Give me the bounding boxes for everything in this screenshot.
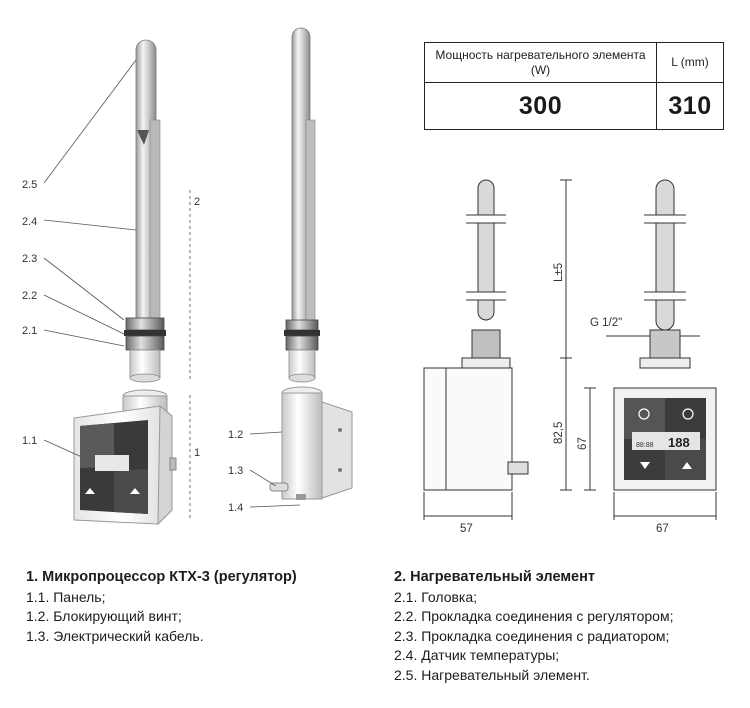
legend-item: 2.4. Датчик температуры; [394, 647, 560, 663]
display-small: 88:88 [636, 442, 654, 449]
legend-item: 1.3. Электрический кабель. [26, 627, 204, 644]
legend-item: 2.3. Прокладка соединения с радиатором; [394, 627, 670, 644]
header-power: Мощность нагревательного элемента (W) [425, 43, 657, 83]
legend-heater-title: 2. Нагревательный элемент [394, 569, 595, 585]
header-length: L (mm) [657, 43, 723, 83]
callout-2-4: 2.4 [22, 216, 37, 228]
legend-item: 1.2. Блокирующий винт; [26, 608, 182, 624]
regulator-left [73, 389, 177, 526]
dim-height-total: 82,5 [553, 422, 565, 444]
heater-element-middle [284, 27, 320, 383]
dim-width-side: 57 [460, 523, 473, 535]
callout-2-2: 2.2 [22, 290, 37, 302]
legend-item: 2.1. Головка; [394, 588, 478, 605]
legend-item: 2.5. Нагревательный элемент. [394, 666, 590, 683]
callout-1-4: 1.4 [228, 502, 243, 514]
callout-2-3: 2.3 [22, 253, 37, 265]
callout-1-3: 1.3 [228, 465, 243, 477]
dim-width-front: 67 [656, 523, 669, 535]
group-label-1: 1 [194, 447, 200, 459]
group-label-2: 2 [194, 196, 200, 208]
spec-table: Мощность нагревательного элемента (W) L … [424, 42, 724, 130]
callout-1-2: 1.2 [228, 429, 243, 441]
dim-thread: G 1/2" [590, 317, 622, 329]
legend-item: 1.1. Панель; [26, 588, 106, 605]
legend-heater: 2. Нагревательный элемент 2.1. Головка; … [394, 568, 673, 685]
regulator-left-panel [80, 420, 148, 514]
value-power: 300 [425, 83, 657, 129]
regulator-middle [269, 386, 353, 500]
callout-1-1: 1.1 [22, 435, 37, 447]
value-length: 310 [668, 91, 712, 120]
legend-item: 2.2. Прокладка соединения с регулятором; [394, 608, 674, 624]
dim-length: L±5 [553, 263, 565, 282]
front-panel-display: 188 88:88 [624, 398, 706, 480]
dim-height-front: 67 [577, 437, 589, 450]
callout-lines [43, 59, 301, 520]
legend-regulator-title: 1. Микропроцессор КТХ-3 (регулятор) [26, 569, 297, 585]
legend-regulator: 1. Микропроцессор КТХ-3 (регулятор) 1.1.… [26, 568, 297, 646]
callout-2-1: 2.1 [22, 325, 37, 337]
heater-element-left [124, 39, 166, 383]
display-digits: 188 [668, 435, 690, 450]
side-view-drawing [423, 179, 529, 520]
callout-2-5: 2.5 [22, 179, 37, 191]
